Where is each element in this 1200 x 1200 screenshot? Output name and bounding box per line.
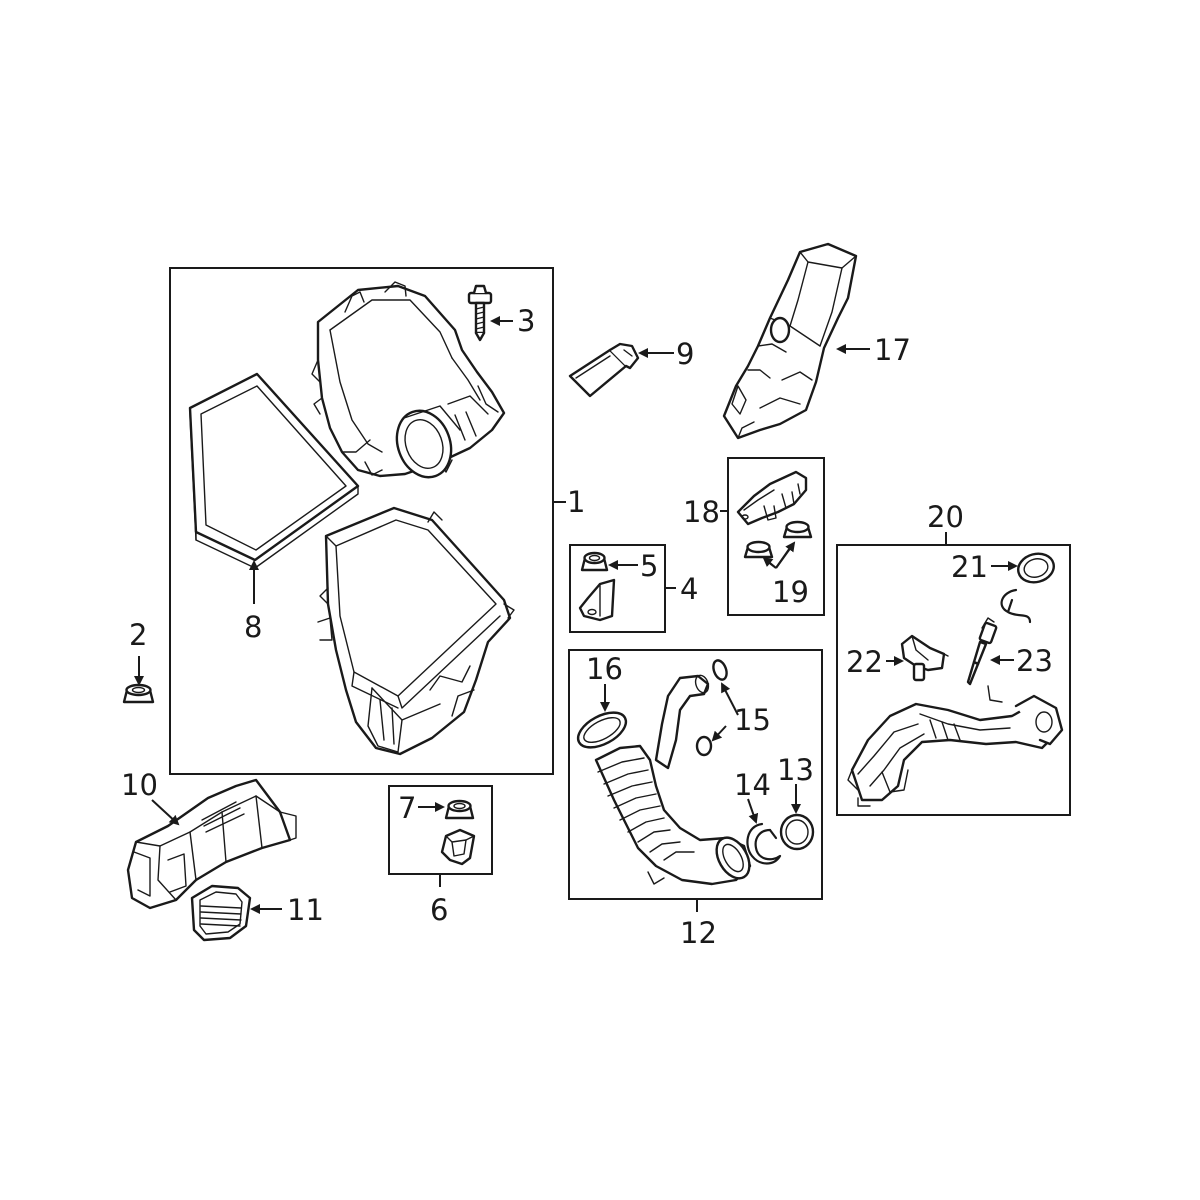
callout-17: 17 [874, 333, 911, 367]
group-box-1 [169, 267, 554, 775]
callout-12: 12 [680, 916, 717, 950]
resonator [722, 242, 858, 440]
bolt [467, 284, 493, 342]
air-cleaner-housing-upper [311, 281, 506, 479]
leader-line-19b [775, 541, 796, 569]
o-rings-15 [695, 659, 728, 757]
grommet-5 [580, 551, 609, 572]
callout-1: 1 [567, 485, 585, 519]
temperature-sensor [966, 617, 998, 686]
leader-line-19a [762, 556, 777, 569]
callout-22: 22 [846, 645, 883, 679]
intake-hose [594, 674, 752, 886]
bracket-6 [440, 828, 476, 866]
seal-ring-13 [779, 813, 815, 851]
mass-air-flow-sensor [568, 342, 640, 398]
callout-2: 2 [129, 618, 147, 652]
leader-line-15b [711, 725, 727, 742]
air-duct [126, 778, 297, 910]
callout-14: 14 [734, 768, 771, 802]
leader-line-14 [747, 798, 759, 824]
callout-5: 5 [640, 549, 658, 583]
callout-11: 11 [287, 893, 324, 927]
clamp-14 [746, 822, 782, 865]
callout-23: 23 [1016, 644, 1053, 678]
clamp-21 [1000, 552, 1055, 624]
callout-7: 7 [398, 791, 416, 825]
charge-pipe [847, 685, 1064, 807]
seal-ring-16 [576, 711, 628, 749]
callout-15: 15 [734, 703, 771, 737]
air-cleaner-housing-lower [317, 506, 515, 756]
callout-6: 6 [430, 893, 448, 927]
callout-13: 13 [777, 753, 814, 787]
callout-8: 8 [244, 610, 262, 644]
bracket-4 [578, 578, 616, 622]
group-box-12 [568, 649, 823, 900]
callout-18: 18 [683, 495, 720, 529]
callout-3: 3 [517, 304, 535, 338]
callout-4: 4 [680, 572, 698, 606]
callout-10: 10 [121, 768, 158, 802]
group-box-18 [727, 457, 825, 616]
leader-line-15 [721, 682, 739, 716]
leader-line-10 [151, 799, 180, 826]
callout-16: 16 [586, 652, 623, 686]
pressure-sensor [900, 634, 949, 682]
callout-20: 20 [927, 500, 964, 534]
callout-9: 9 [676, 337, 694, 371]
intake-grille [190, 884, 252, 942]
grommet-7 [444, 799, 475, 820]
grommets-19 [743, 520, 813, 559]
callout-19: 19 [772, 575, 809, 609]
bracket-18 [736, 470, 808, 526]
callout-21: 21 [951, 550, 988, 584]
group-box-20 [836, 544, 1071, 816]
grommet-2 [122, 683, 155, 704]
